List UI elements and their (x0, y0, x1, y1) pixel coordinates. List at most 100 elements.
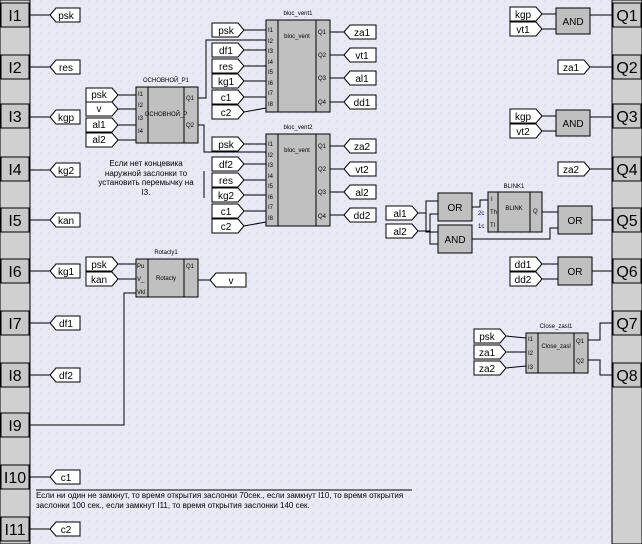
svg-text:kg1: kg1 (58, 267, 75, 278)
svg-text:Q2: Q2 (616, 60, 637, 77)
output-terminal-q2[interactable]: Q2 (612, 54, 642, 80)
close-input-za2[interactable]: za2 (473, 360, 527, 376)
svg-text:bloc_vent: bloc_vent (284, 34, 310, 40)
wire-al2 (418, 213, 438, 232)
svg-text:I4: I4 (138, 129, 144, 135)
main-p1-input-v[interactable]: v (85, 101, 136, 117)
input-tag-kgp[interactable]: kgp (29, 109, 81, 125)
vent2-input-kg2[interactable]: kg2 (211, 187, 266, 203)
input-tag-df2[interactable]: df2 (29, 367, 81, 383)
block-vent2[interactable]: bloc_vent2 bloc_vent I1 I2 I3 I4 I5 I6 I… (265, 125, 331, 227)
svg-text:V_: V_ (137, 277, 145, 283)
input-terminal-i5[interactable]: I5 (0, 207, 30, 233)
main-p1-input-al1[interactable]: al1 (85, 117, 136, 133)
svg-text:v: v (229, 276, 234, 287)
vent2-input-res[interactable]: res (211, 172, 266, 188)
input-terminal-i2[interactable]: I2 (0, 54, 30, 80)
vent2-input-c2[interactable]: c2 (211, 218, 267, 234)
main-p1-input-psk[interactable]: psk (85, 87, 136, 103)
input-tag-c2[interactable]: c2 (29, 521, 81, 537)
and-q3-input-vt2[interactable]: vt2 (509, 123, 556, 139)
vent1-input-df1[interactable]: df1 (211, 42, 266, 58)
vent1-output-za1[interactable]: za1 (330, 24, 377, 40)
block-main-p1[interactable]: ОСНОВНОЙ_P1 ОСНОВНОЙ_P I1 I2 I3 I4 Q1 Q2 (135, 76, 199, 144)
gate-and-q1[interactable]: AND (555, 7, 591, 35)
block-rotacly[interactable]: Rotacly1 Rotacly Pu V_ Vkl Q1 (135, 250, 199, 298)
input-terminal-i10[interactable]: I10 (0, 464, 30, 490)
input-tag-kg2[interactable]: kg2 (29, 162, 81, 178)
output-terminal-q5[interactable]: Q5 (612, 207, 642, 233)
vent1-output-al1[interactable]: al1 (330, 70, 377, 86)
svg-text:kgp: kgp (58, 113, 75, 124)
block-vent1[interactable]: bloc_vent1 bloc_vent I1 I2 I3 I4 I5 I6 I… (265, 11, 331, 113)
vent2-output-za2[interactable]: za2 (330, 138, 377, 154)
vent2-output-al2[interactable]: al2 (330, 184, 377, 200)
output-terminal-q8[interactable]: Q8 (612, 362, 642, 388)
vent1-input-kg1[interactable]: kg1 (211, 73, 266, 89)
input-terminal-i7[interactable]: I7 (0, 310, 30, 336)
svg-text:kg1: kg1 (218, 77, 235, 88)
vent1-input-psk[interactable]: psk (211, 22, 266, 38)
svg-text:I4: I4 (268, 60, 274, 66)
vent2-input-df2[interactable]: df2 (211, 156, 266, 172)
gate-or-blink-in[interactable]: OR (437, 192, 473, 222)
input-tag-kan[interactable]: kan (29, 212, 81, 228)
svg-text:za1: za1 (563, 63, 580, 74)
input-tag-res[interactable]: res (29, 59, 81, 75)
input-tag-df1[interactable]: df1 (29, 315, 81, 331)
svg-text:I8: I8 (268, 216, 274, 222)
vent2-output-vt2[interactable]: vt2 (330, 161, 377, 177)
or-q6-input-dd2[interactable]: dd2 (509, 271, 558, 287)
vent1-input-res[interactable]: res (211, 58, 266, 74)
output-terminal-q4[interactable]: Q4 (612, 156, 642, 182)
vent2-input-psk[interactable]: psk (211, 136, 266, 152)
rotacly-output-v[interactable]: v (198, 272, 247, 288)
gate-or-q5[interactable]: OR (557, 205, 593, 235)
svg-text:I1: I1 (528, 337, 534, 343)
input-terminal-i6[interactable]: I6 (0, 258, 30, 284)
block-close-zasl[interactable]: Close_zasl1 Close_zasl I1 I2 I3 Q1 Q2 (525, 324, 589, 374)
vent1-output-dd1[interactable]: dd1 (330, 94, 377, 110)
output-terminal-q1[interactable]: Q1 (612, 2, 642, 28)
and-q1-input-kgp[interactable]: kgp (509, 6, 556, 22)
vent2-input-c1[interactable]: c1 (211, 203, 266, 219)
gate-or-q6[interactable]: OR (557, 256, 593, 286)
vent1-input-c2[interactable]: c2 (211, 104, 267, 120)
svg-text:Q3: Q3 (318, 76, 327, 82)
q2-source-za1[interactable]: za1 (557, 59, 613, 75)
input-terminal-i11[interactable]: I11 (0, 516, 30, 542)
svg-text:psk: psk (218, 140, 235, 151)
vent1-input-c1[interactable]: c1 (211, 89, 266, 105)
svg-text:psk: psk (91, 90, 108, 101)
vent1-output-vt1[interactable]: vt1 (330, 47, 377, 63)
input-terminal-i4[interactable]: I4 (0, 156, 30, 182)
blink-input-al1[interactable]: al1 (385, 205, 419, 221)
input-terminal-i9[interactable]: I9 (0, 412, 30, 438)
main-p1-input-al2[interactable]: al2 (85, 132, 136, 148)
output-terminal-q3[interactable]: Q3 (612, 103, 642, 129)
input-terminal-i1[interactable]: I1 (0, 2, 30, 28)
close-input-za1[interactable]: za1 (473, 344, 526, 360)
rotacly-input-kan[interactable]: kan (85, 271, 136, 287)
input-tag-kg1[interactable]: kg1 (29, 263, 81, 279)
input-terminal-i3[interactable]: I3 (0, 103, 30, 129)
blink-input-al2[interactable]: al2 (385, 223, 419, 239)
gate-and-blink[interactable]: AND (437, 224, 473, 254)
block-blink[interactable]: BLINK1 BLINK I Th Tl Q 2c 1c (478, 184, 543, 233)
output-terminal-q7[interactable]: Q7 (612, 310, 642, 336)
and-q3-input-kgp[interactable]: kgp (509, 108, 556, 124)
svg-text:al1: al1 (92, 120, 106, 131)
and-q1-input-vt1[interactable]: vt1 (509, 21, 556, 37)
svg-text:c2: c2 (221, 222, 232, 233)
rotacly-input-psk[interactable]: psk (85, 256, 136, 272)
vent2-output-dd2[interactable]: dd2 (330, 207, 377, 223)
output-terminal-q6[interactable]: Q6 (612, 258, 642, 284)
close-input-psk[interactable]: psk (473, 328, 527, 344)
input-tag-c1[interactable]: c1 (29, 469, 81, 485)
q4-source-za2[interactable]: za2 (557, 161, 613, 177)
or-q6-input-dd1[interactable]: dd1 (509, 256, 558, 272)
wire-close-q8 (588, 359, 613, 376)
gate-and-q3[interactable]: AND (555, 109, 591, 137)
input-tag-psk[interactable]: psk (29, 7, 81, 23)
input-terminal-i8[interactable]: I8 (0, 362, 30, 388)
